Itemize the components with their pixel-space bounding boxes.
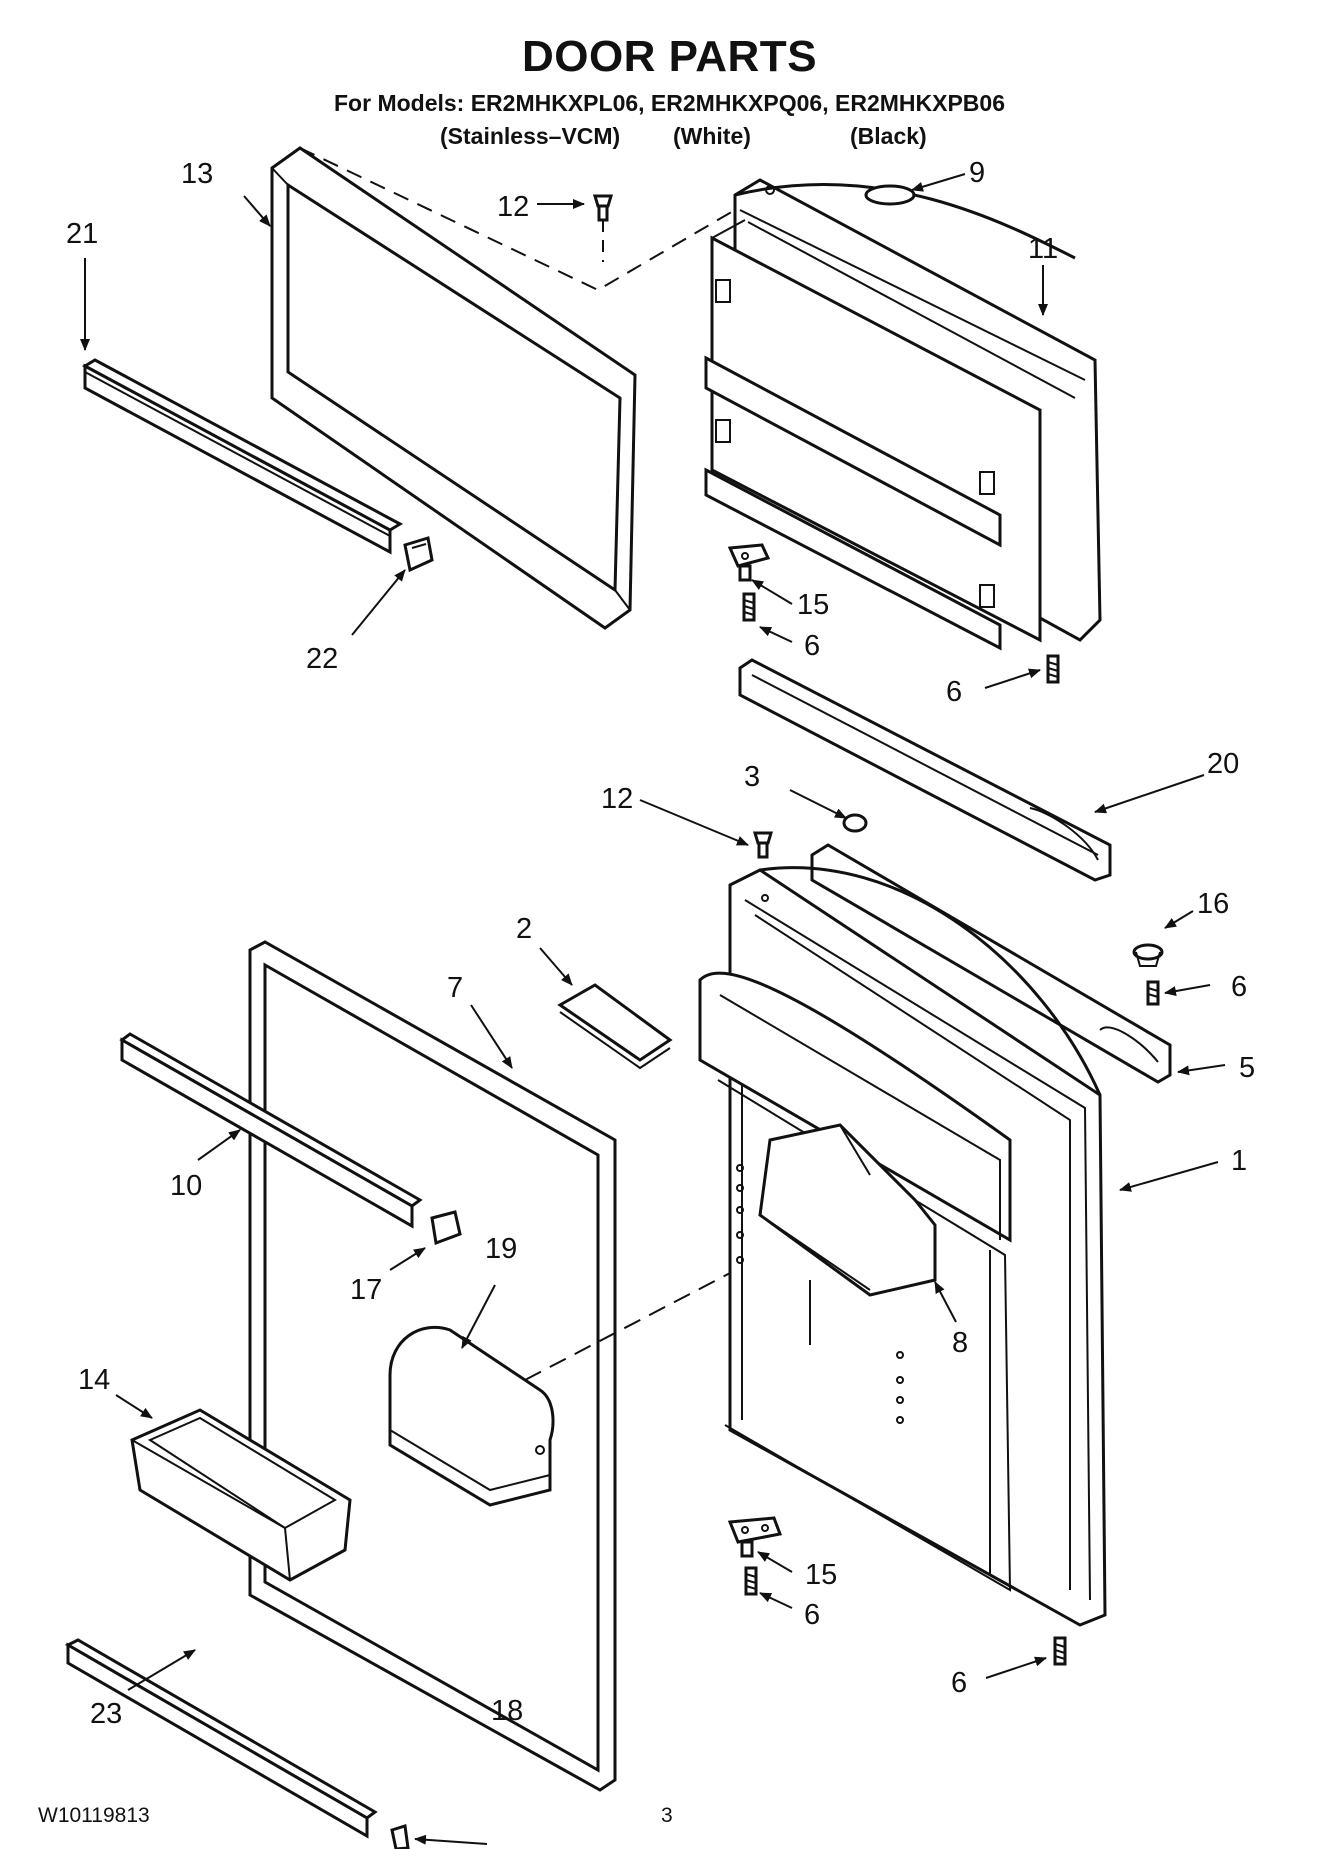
callout-5: 5 bbox=[1239, 1052, 1255, 1084]
part-6-screw-b bbox=[1046, 654, 1060, 684]
callout-10: 10 bbox=[170, 1170, 202, 1202]
part-15-hinge-upper bbox=[727, 543, 771, 582]
part-22-trim-end-cap bbox=[403, 536, 434, 573]
page-number: 3 bbox=[661, 1804, 673, 1827]
part-23-bottom-trim bbox=[64, 1638, 378, 1839]
callout-3: 3 bbox=[744, 761, 760, 793]
callout-6-c: 6 bbox=[1231, 971, 1247, 1003]
part-1-fresh-food-door bbox=[698, 866, 1107, 1627]
callout-18: 18 bbox=[491, 1695, 523, 1727]
callout-1: 1 bbox=[1231, 1145, 1247, 1177]
models-line: For Models: ER2MHKXPL06, ER2MHKXPQ06, ER… bbox=[334, 90, 1005, 116]
callout-15-upper: 15 bbox=[797, 589, 829, 621]
callout-13: 13 bbox=[181, 158, 213, 190]
part-16-cap bbox=[1132, 943, 1164, 967]
part-10-shelf-trim bbox=[119, 1032, 423, 1229]
leader-arrows bbox=[80, 173, 1226, 1845]
callout-8: 8 bbox=[952, 1327, 968, 1359]
callout-14: 14 bbox=[78, 1364, 110, 1396]
part-21-shelf-trim bbox=[81, 358, 404, 555]
callout-12-middle: 12 bbox=[601, 783, 633, 815]
part-3-plug bbox=[842, 813, 868, 833]
part-12-screw-middle bbox=[752, 831, 774, 859]
callout-20: 20 bbox=[1207, 748, 1239, 780]
callout-11: 11 bbox=[1028, 233, 1058, 265]
part-13-freezer-gasket bbox=[270, 146, 637, 630]
callout-21: 21 bbox=[66, 218, 98, 250]
alignment-line-13 bbox=[299, 147, 753, 292]
part-19-dairy-door bbox=[388, 1325, 555, 1507]
part-9-plug bbox=[864, 184, 916, 206]
callout-15-lower: 15 bbox=[805, 1559, 837, 1591]
part-11-freezer-door bbox=[704, 178, 1102, 651]
callout-6-b: 6 bbox=[946, 676, 962, 708]
variant-black: (Black) bbox=[850, 123, 927, 149]
part-18-end-cap bbox=[390, 1824, 410, 1849]
part-12-screw-top bbox=[592, 194, 614, 222]
callout-17: 17 bbox=[350, 1274, 382, 1306]
part-6-screw-e bbox=[1053, 1636, 1067, 1666]
part-2-cover bbox=[557, 983, 673, 1070]
page-title: DOOR PARTS bbox=[521, 32, 818, 81]
callout-22: 22 bbox=[306, 643, 338, 675]
part-17-end-cap bbox=[430, 1210, 462, 1246]
callout-6-e: 6 bbox=[951, 1667, 967, 1699]
callout-7: 7 bbox=[447, 972, 463, 1004]
part-15-hinge-lower bbox=[727, 1516, 783, 1558]
variant-stainless: (Stainless–VCM) bbox=[440, 123, 621, 149]
doc-number: W10119813 bbox=[38, 1804, 150, 1827]
callout-2: 2 bbox=[516, 913, 532, 945]
callout-16: 16 bbox=[1197, 888, 1229, 920]
part-14-door-bin bbox=[130, 1408, 352, 1582]
variant-white: (White) bbox=[673, 123, 751, 149]
callout-6-d: 6 bbox=[804, 1599, 820, 1631]
callout-6-a: 6 bbox=[804, 630, 820, 662]
part-5-hinge-bracket bbox=[810, 843, 1172, 1084]
callout-19: 19 bbox=[485, 1233, 517, 1265]
callout-23: 23 bbox=[90, 1698, 122, 1730]
part-6-screw-c bbox=[1146, 980, 1160, 1006]
part-6-screw-d bbox=[744, 1566, 758, 1596]
callout-9: 9 bbox=[969, 157, 985, 189]
part-20-handle-trim bbox=[738, 658, 1112, 882]
part-6-screw-a bbox=[742, 592, 756, 622]
callout-12-top: 12 bbox=[497, 191, 529, 223]
